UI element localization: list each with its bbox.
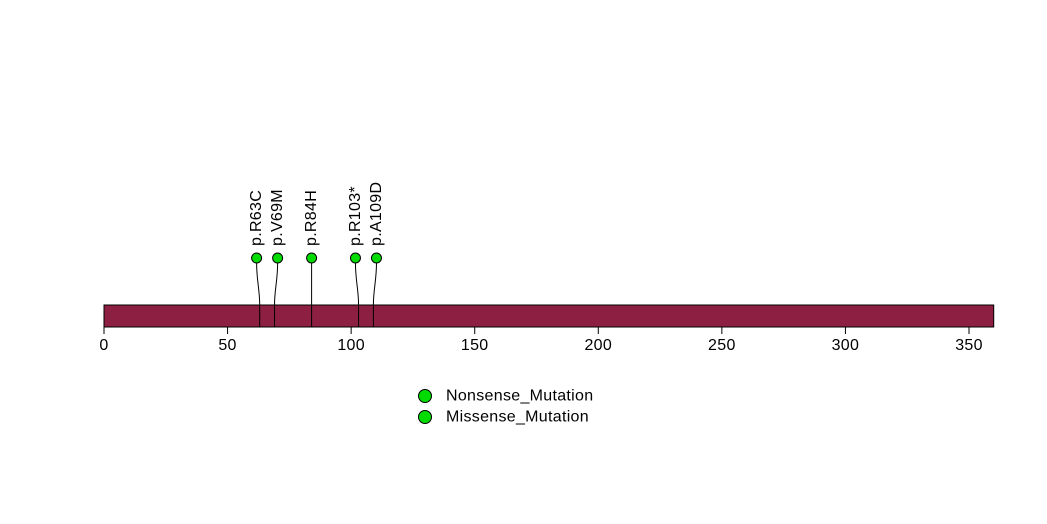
mutation-label: p.R103*	[347, 186, 364, 246]
legend-label: Nonsense_Mutation	[446, 388, 593, 405]
legend-label: Missense_Mutation	[446, 409, 589, 426]
lollipop-stem	[354, 262, 360, 327]
legend-marker	[418, 389, 432, 403]
mutation-label: p.R63C	[248, 190, 265, 246]
axis-tick-label: 200	[584, 337, 612, 354]
axis-tick-label: 150	[461, 337, 489, 354]
mutation-point	[251, 252, 263, 264]
mutation-label: p.A109D	[368, 182, 385, 246]
legend-marker	[418, 410, 432, 424]
protein-backbone	[103, 304, 995, 328]
x-axis: 0 50 100 150 200 250 300 350	[99, 327, 983, 354]
mutation-point	[370, 252, 382, 264]
axis-tick-label: 250	[708, 337, 736, 354]
mutation-label: p.R84H	[303, 190, 320, 246]
axis-tick-label: 350	[955, 337, 983, 354]
mutation-point	[349, 252, 361, 264]
axis-tick-label: 300	[832, 337, 860, 354]
lollipop-stem	[256, 262, 261, 327]
lollipop-stem	[372, 262, 377, 327]
mutation-label: p.V69M	[269, 189, 286, 246]
mutation-point	[272, 252, 284, 264]
protein-backbone-rect	[103, 304, 995, 328]
mutation-point	[306, 252, 318, 264]
axis-tick-label: 50	[218, 337, 236, 354]
axis-tick-label: 0	[99, 337, 108, 354]
axis-tick-label: 100	[337, 337, 365, 354]
lollipop-stem	[274, 262, 279, 327]
